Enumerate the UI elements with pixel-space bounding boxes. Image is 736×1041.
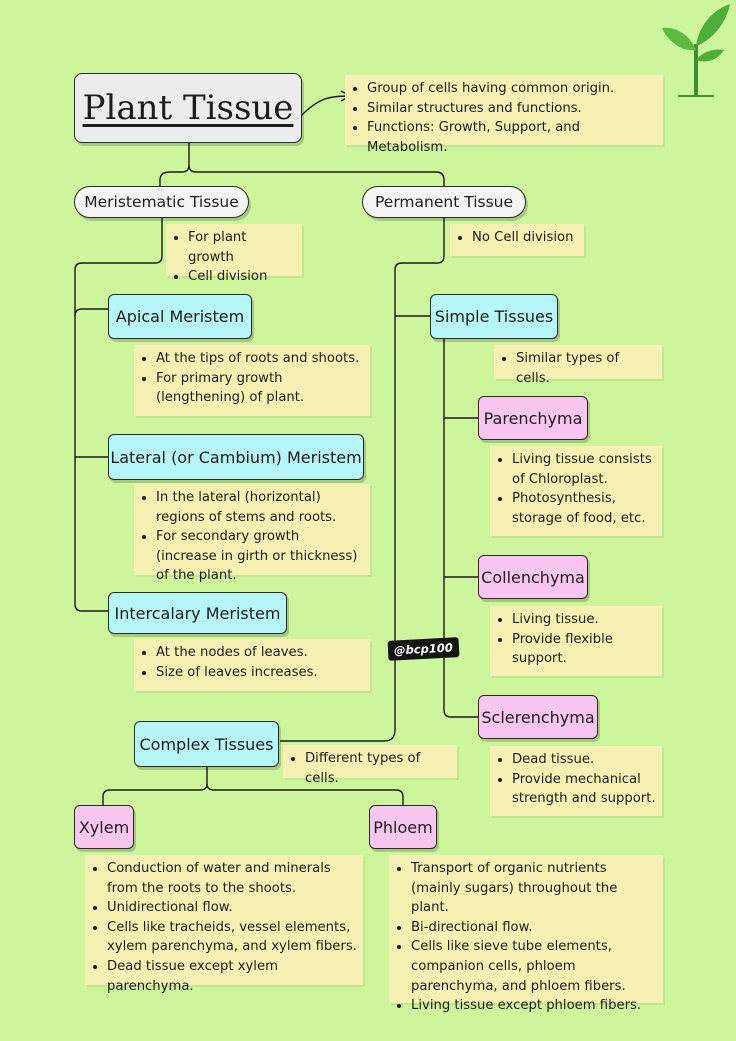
note-item: Living tissue.	[512, 610, 656, 630]
parenchyma-node: Parenchyma	[478, 396, 588, 440]
complex-line	[102, 767, 208, 805]
phloem-node: Phloem	[369, 805, 437, 849]
note-item: At the nodes of leaves.	[156, 643, 364, 663]
note-item: Transport of organic nutrients (mainly s…	[411, 859, 657, 918]
simple-line	[443, 339, 478, 718]
note-item: Bi-directional flow.	[411, 918, 657, 938]
note-item: In the lateral (horizontal) regions of s…	[156, 488, 364, 527]
note-item: Cell division	[188, 267, 296, 287]
xylem-node: Xylem	[74, 805, 134, 849]
collenchyma-notes: Living tissue. Provide flexible support.	[490, 606, 662, 676]
note-item: No Cell division	[472, 228, 578, 248]
note-item: Cells like tracheids, vessel elements, x…	[107, 918, 357, 957]
page-title: Plant Tissue	[74, 73, 302, 143]
simple-notes: Similar types of cells.	[494, 345, 662, 386]
apical-notes: At the tips of roots and shoots. For pri…	[134, 345, 370, 416]
trunk-line	[159, 143, 190, 186]
note-item: Cells like sieve tube elements, companio…	[411, 937, 657, 996]
parenchyma-notes: Living tissue consists of Chloroplast. P…	[490, 446, 662, 536]
intro-arrow	[299, 95, 349, 118]
note-item: Conduction of water and minerals from th…	[107, 859, 357, 898]
note-item: Size of leaves increases.	[156, 663, 364, 683]
note-item: Living tissue consists of Chloroplast.	[512, 450, 656, 489]
meristematic-line	[74, 218, 163, 612]
intro-note: Group of cells having common origin.	[367, 79, 657, 99]
permanent-line	[280, 218, 445, 742]
simple-tissues-node: Simple Tissues	[430, 294, 558, 339]
collenchyma-node: Collenchyma	[478, 555, 588, 599]
note-item: For primary growth (lengthening) of plan…	[156, 369, 364, 408]
sclerenchyma-node: Sclerenchyma	[478, 695, 598, 739]
note-item: For secondary growth (increase in girth …	[156, 527, 364, 586]
note-item: Provide mechanical strength and support.	[512, 770, 656, 809]
note-item: Photosynthesis, storage of food, etc.	[512, 489, 656, 528]
complex-notes: Different types of cells.	[283, 745, 457, 786]
note-item: At the tips of roots and shoots.	[156, 349, 364, 369]
intercalary-meristem-node: Intercalary Meristem	[108, 592, 287, 634]
note-item: Dead tissue except xylem parenchyma.	[107, 957, 357, 996]
note-item: Different types of cells.	[305, 749, 451, 788]
sclerenchyma-notes: Dead tissue. Provide mechanical strength…	[490, 746, 662, 816]
apical-meristem-node: Apical Meristem	[108, 294, 252, 339]
permanent-notes: No Cell division	[450, 224, 584, 256]
lateral-meristem-node: Lateral (or Cambium) Meristem	[108, 434, 364, 480]
permanent-tissue-node: Permanent Tissue	[362, 186, 526, 218]
note-item: Living tissue except phloem fibers.	[411, 996, 657, 1016]
note-item: Similar types of cells.	[516, 349, 656, 388]
lateral-notes: In the lateral (horizontal) regions of s…	[134, 484, 370, 583]
intercalary-notes: At the nodes of leaves. Size of leaves i…	[134, 639, 370, 691]
intro-notes: Group of cells having common origin. Sim…	[345, 75, 663, 155]
intro-note: Functions: Growth, Support, and Metaboli…	[367, 118, 657, 157]
note-item: Provide flexible support.	[512, 630, 656, 669]
sprout-icon	[662, 4, 730, 97]
phloem-notes: Transport of organic nutrients (mainly s…	[389, 855, 663, 1013]
note-item: For plant growth	[188, 228, 296, 267]
meristematic-tissue-node: Meristematic Tissue	[74, 186, 249, 218]
meristematic-notes: For plant growth Cell division	[166, 224, 302, 284]
note-item: Dead tissue.	[512, 750, 656, 770]
complex-tissues-node: Complex Tissues	[134, 721, 279, 767]
note-item: Unidirectional flow.	[107, 898, 357, 918]
xylem-notes: Conduction of water and minerals from th…	[85, 855, 363, 994]
watermark-badge: @bcp100	[387, 637, 460, 661]
intro-note: Similar structures and functions.	[367, 99, 657, 119]
